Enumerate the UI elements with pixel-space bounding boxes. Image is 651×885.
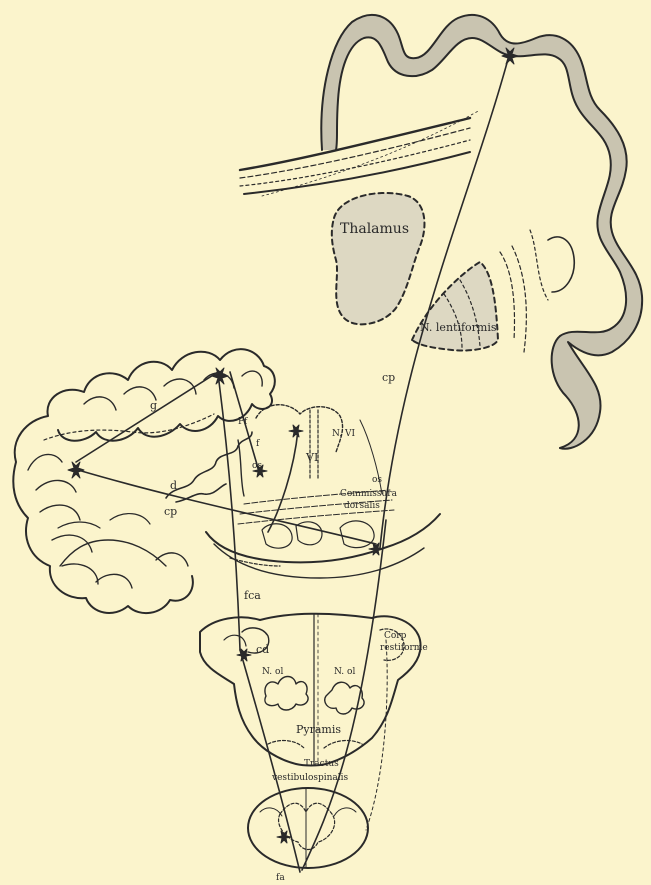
label-olive-left: N. ol <box>262 668 283 677</box>
tract-g <box>76 372 218 462</box>
label-d: d <box>170 480 177 491</box>
label-pyramis: Pyramis <box>296 724 341 735</box>
label-cd: cd <box>256 644 269 655</box>
label-olive-right: N. ol <box>334 668 355 677</box>
thalamus-region <box>332 193 425 324</box>
label-pf: Pf <box>238 418 247 427</box>
label-cp-corticopontine: cp <box>382 372 395 383</box>
sulcus-inner-2 <box>530 230 548 300</box>
lentiform-nucleus <box>412 262 498 351</box>
label-os: os <box>252 462 262 471</box>
pons <box>206 405 440 578</box>
olive-right <box>325 682 364 714</box>
label-thalamus: Thalamus <box>340 222 409 236</box>
label-lentiform-nucleus: N. lentiformis <box>420 322 497 333</box>
label-restiforme: restiforme <box>380 644 428 653</box>
tract-ascending <box>268 430 298 532</box>
label-fca: fca <box>244 590 261 601</box>
label-os-right: os <box>372 476 382 485</box>
internal-capsule <box>500 246 526 352</box>
label-g: g <box>150 400 157 411</box>
tract-fca <box>218 374 240 650</box>
sulcus-inner <box>548 237 574 292</box>
label-n-vi: N. VI <box>332 430 355 439</box>
label-vestibulospinalis: vestibulospinalis <box>272 774 348 783</box>
label-corp: Corp <box>384 632 406 641</box>
label-commissura: Commissura <box>340 490 397 499</box>
tract-cp-cerebellopontine <box>78 470 376 544</box>
label-fa: fa <box>276 874 285 883</box>
label-dorsalis: dorsalis <box>344 502 380 511</box>
olive-left <box>265 677 308 711</box>
fiber-pathways <box>76 52 510 872</box>
label-tractus: Tractus <box>304 760 339 769</box>
neuron-cells <box>68 48 518 843</box>
corpus-callosum <box>240 110 480 196</box>
label-f: f <box>256 440 259 449</box>
label-vi-nucleus: VI <box>306 452 318 463</box>
label-cp-cerebellar: cp <box>164 506 177 517</box>
tract-vestibulo-ref <box>366 640 387 830</box>
